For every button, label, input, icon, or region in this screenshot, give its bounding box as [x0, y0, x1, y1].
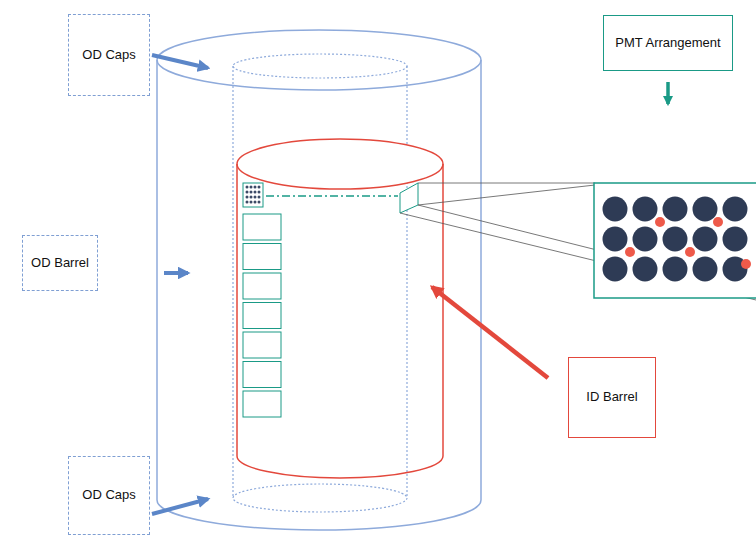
pmt-dot [246, 196, 249, 199]
pmt-large [603, 197, 628, 222]
pmt-panel-outline [243, 244, 281, 270]
pmt-dot [246, 201, 249, 204]
inner-dotted-cylinder [233, 54, 407, 512]
pmt-large [603, 227, 628, 252]
zoom-source [400, 183, 418, 213]
pmt-large [633, 257, 658, 282]
label-text: OD Barrel [27, 255, 93, 271]
pmt-large [723, 227, 748, 252]
pmt-dot [258, 201, 261, 204]
pmt-dot [250, 191, 253, 194]
pmt-panel-outline [243, 332, 281, 358]
pmt-panel-outline [243, 391, 281, 417]
pmt-arrangement-label: PMT Arrangement [603, 15, 733, 71]
pmt-panel [243, 183, 263, 207]
zoom-pointer [266, 195, 398, 196]
pmt-leader-arrow [666, 82, 670, 104]
pmt-small [655, 217, 665, 227]
pmt-panel-outline [243, 303, 281, 329]
pmt-dot [258, 191, 261, 194]
pmt-dot [254, 186, 257, 189]
label-text: OD Caps [78, 47, 139, 63]
pmt-panel-outline [243, 362, 281, 388]
od-caps-label: OD Caps [68, 14, 150, 96]
zoom-box [594, 183, 756, 298]
outer-cylinder [157, 30, 481, 530]
pmt-panels [243, 214, 281, 417]
pmt-large [633, 227, 658, 252]
pmt-large [663, 257, 688, 282]
id-barrel-label: ID Barrel [568, 357, 656, 438]
pmt-large [603, 257, 628, 282]
pmt-large [633, 197, 658, 222]
pmt-large [693, 227, 718, 252]
pmt-dot [246, 191, 249, 194]
leader-arrows [152, 55, 208, 514]
pmt-large [663, 227, 688, 252]
pmt-panel-outline [243, 214, 281, 240]
id-cylinder [237, 139, 443, 478]
od-barrel-label: OD Barrel [22, 235, 98, 291]
pmt-dot [254, 201, 257, 204]
pmt-dot [250, 196, 253, 199]
pmt-large [663, 197, 688, 222]
id-leader-arrow [432, 287, 548, 378]
pmt-small [625, 247, 635, 257]
label-text: PMT Arrangement [611, 35, 724, 51]
pmt-small [685, 247, 695, 257]
pmt-dot [254, 196, 257, 199]
od-caps-label: OD Caps [68, 456, 150, 535]
pmt-small [713, 217, 723, 227]
label-text: OD Caps [78, 487, 139, 503]
pmt-dot [258, 196, 261, 199]
pmt-dot [254, 191, 257, 194]
pmt-dot [246, 186, 249, 189]
pmt-large [723, 197, 748, 222]
pmt-dot [258, 186, 261, 189]
pmt-small [741, 259, 751, 269]
pmt-dot [250, 201, 253, 204]
pmt-dot [250, 186, 253, 189]
pmt-circles [603, 197, 752, 282]
pmt-panel-outline [243, 273, 281, 299]
pmt-large [693, 197, 718, 222]
label-text: ID Barrel [582, 389, 641, 405]
pmt-large [693, 257, 718, 282]
